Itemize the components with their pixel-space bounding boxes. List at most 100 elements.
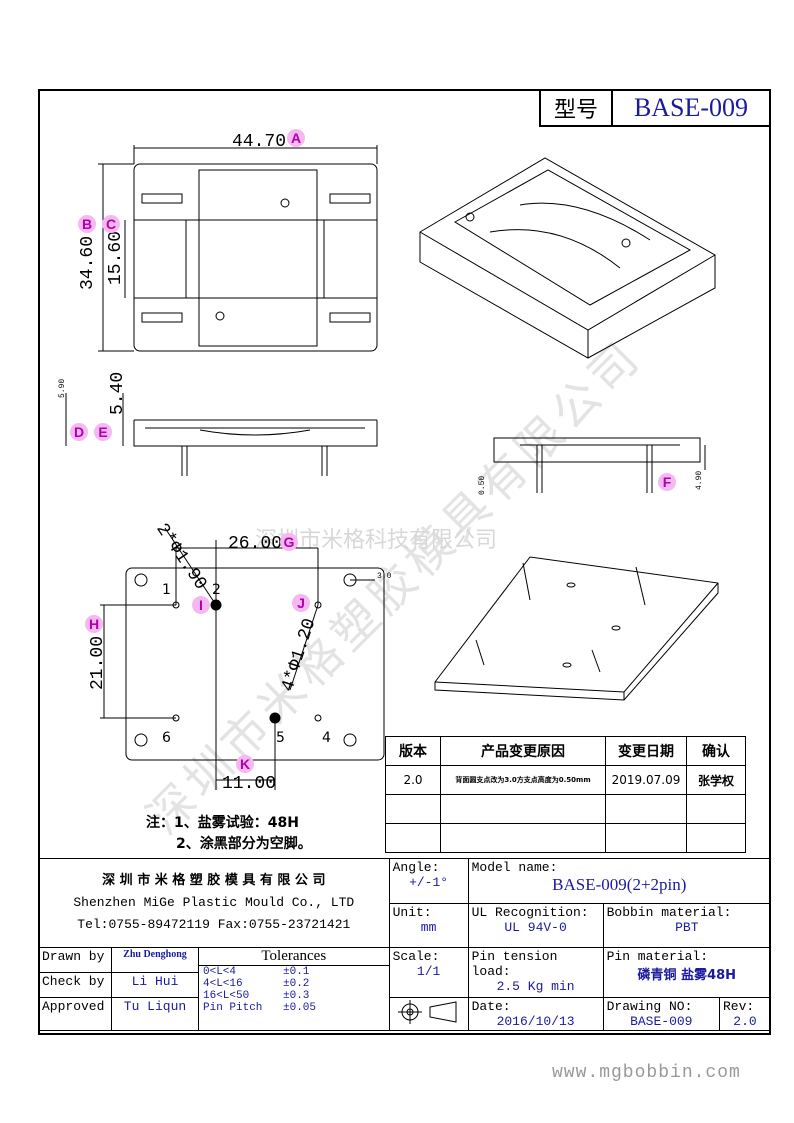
unit-cell: Unit: mm	[388, 902, 469, 948]
dim-inner: 15.60	[106, 230, 126, 285]
dim-pitch-h: 26.00	[228, 534, 283, 554]
dim-bottom: 11.00	[222, 774, 277, 794]
rev-cell	[385, 794, 441, 824]
bottom-view	[100, 527, 385, 790]
tol-value: ±0.2	[283, 978, 310, 990]
pin-tension-cell: Pin tension load: 2.5 Kg min	[467, 947, 604, 998]
tol-range: Pin Pitch	[203, 1002, 263, 1014]
check-label: Check by	[38, 972, 112, 998]
rev-header-reason: 产品变更原因	[440, 736, 606, 766]
marker-k: K	[236, 755, 254, 773]
title-row-2: Unit: mm UL Recognition: UL 94V-0 Bobbin…	[39, 902, 772, 948]
marker-f: F	[658, 473, 676, 491]
company-en: Shenzhen MiGe Plastic Mould Co., LTD	[73, 895, 355, 910]
drawn-value: Zhu Denghong	[111, 947, 199, 973]
marker-g: G	[280, 533, 298, 551]
pin-label-2: 2	[212, 582, 221, 598]
dim-side2-big: 4.90	[695, 470, 704, 490]
marker-i: I	[192, 596, 210, 614]
tolerance-row: 0<L<4 ±0.1	[199, 966, 389, 978]
pin-material-value: 磷青铜 盐雾48H	[637, 968, 737, 983]
side-view	[65, 393, 378, 476]
bobbin-cell: Bobbin material: PBT	[602, 902, 772, 948]
type-box: 型号 BASE-009	[539, 89, 771, 127]
rev-cell	[385, 823, 441, 853]
tol-range: 4<L<16	[203, 978, 243, 990]
tol-value: ±0.1	[283, 966, 310, 978]
side-view-small	[493, 437, 706, 493]
model-label: Model name:	[471, 860, 558, 875]
title-row-5: Approved Tu Liqun Date: 2016/10/13 Drawi…	[38, 997, 771, 1031]
company-cn: 深 圳 市 米 格 塑 胶 模 具 有 限 公 司	[102, 873, 326, 888]
model-cell: Model name: BASE-009(2+2pin)	[467, 858, 772, 904]
unit-value: mm	[420, 919, 437, 935]
pin-label-1: 1	[162, 582, 171, 598]
tolerances-cell: Tolerances 0<L<4 ±0.1 4<L<16 ±0.2 16<L<50±…	[198, 947, 390, 1031]
dim-side2-small: 0.50	[478, 475, 487, 495]
tol-range: 0<L<4	[203, 966, 237, 978]
model-value: BASE-009(2+2pin)	[552, 875, 687, 894]
pin-label-5: 5	[276, 730, 285, 746]
ul-value: UL 94V-0	[504, 919, 567, 935]
rev-cell-block: Rev: 2.0	[719, 997, 771, 1031]
marker-a: A	[287, 129, 305, 147]
marker-d: D	[70, 423, 88, 441]
rev-header-date: 变更日期	[605, 736, 687, 766]
rev-cell	[686, 823, 746, 853]
revision-table: 版本 产品变更原因 变更日期 确认 2.0 背面圆支点改为3.0方支点高度为0.…	[385, 736, 746, 853]
pin-label-4: 4	[322, 730, 331, 746]
rev-header-version: 版本	[385, 736, 441, 766]
tol-range: 16<L<50	[203, 990, 250, 1002]
type-value: BASE-009	[633, 93, 749, 122]
marker-j: J	[292, 594, 310, 612]
rev-cell: 背面圆支点改为3.0方支点高度为0.50mm	[440, 765, 606, 795]
table-row	[385, 823, 746, 853]
rev-label: Rev:	[723, 999, 755, 1014]
dim-vertical: 21.00	[88, 635, 108, 690]
drawn-label: Drawn by	[38, 947, 112, 973]
approved-label: Approved	[38, 997, 112, 1031]
marker-e: E	[94, 423, 112, 441]
tolerances-label: Tolerances	[199, 948, 389, 966]
tolerance-row: 16<L<50±0.3	[199, 990, 389, 1002]
drawing-frame	[38, 89, 771, 1035]
approved-value: Tu Liqun	[111, 997, 199, 1031]
dim-side-big: 5.40	[108, 371, 128, 415]
note-line-2: 2、涂黑部分为空脚。	[176, 836, 312, 852]
note-line-1: 注：1、盐雾试验：48H	[146, 815, 299, 831]
rev-cell	[440, 794, 606, 824]
revision-header-row: 版本 产品变更原因 变更日期 确认	[385, 736, 746, 766]
check-value: Li Hui	[111, 972, 199, 998]
drawing-no-value: BASE-009	[630, 1014, 693, 1029]
scale-label: Scale:	[392, 949, 440, 964]
tolerance-row: 4<L<16 ±0.2	[199, 978, 389, 990]
rev-cell	[440, 823, 606, 853]
rev-cell	[686, 794, 746, 824]
pin-tension-label: Pin tension load:	[471, 949, 558, 979]
rev-value: 2.0	[733, 1014, 757, 1029]
rev-cell	[605, 823, 687, 853]
title-row-4: Check by Li Hui	[38, 972, 771, 998]
dim-side-small: 5.90	[58, 378, 67, 398]
title-row-1: 深 圳 市 米 格 塑 胶 模 具 有 限 公 司 Shenzhen MiGe …	[38, 858, 772, 948]
rev-cell	[605, 794, 687, 824]
marker-b: B	[78, 215, 96, 233]
pin-material-cell: Pin material: 磷青铜 盐雾48H	[602, 947, 772, 998]
angle-label: Angle:	[392, 860, 440, 875]
isometric-top	[419, 157, 716, 359]
rev-cell: 2019.07.09	[605, 765, 687, 795]
rev-header-confirm: 确认	[686, 736, 746, 766]
unit-label: Unit:	[392, 904, 432, 920]
bobbin-value: PBT	[675, 919, 699, 935]
projection-symbol-cell	[388, 997, 469, 1031]
ul-cell: UL Recognition: UL 94V-0	[467, 902, 604, 948]
marker-h: H	[85, 615, 103, 633]
dim-height: 34.60	[78, 235, 98, 290]
ul-label: UL Recognition:	[471, 904, 589, 920]
scale-value: 1/1	[416, 964, 441, 979]
type-label: 型号	[541, 91, 613, 125]
pin-material-label: Pin material:	[606, 949, 709, 964]
table-row	[385, 794, 746, 824]
top-view	[98, 145, 378, 352]
dim-offset: 3.0	[377, 572, 392, 581]
